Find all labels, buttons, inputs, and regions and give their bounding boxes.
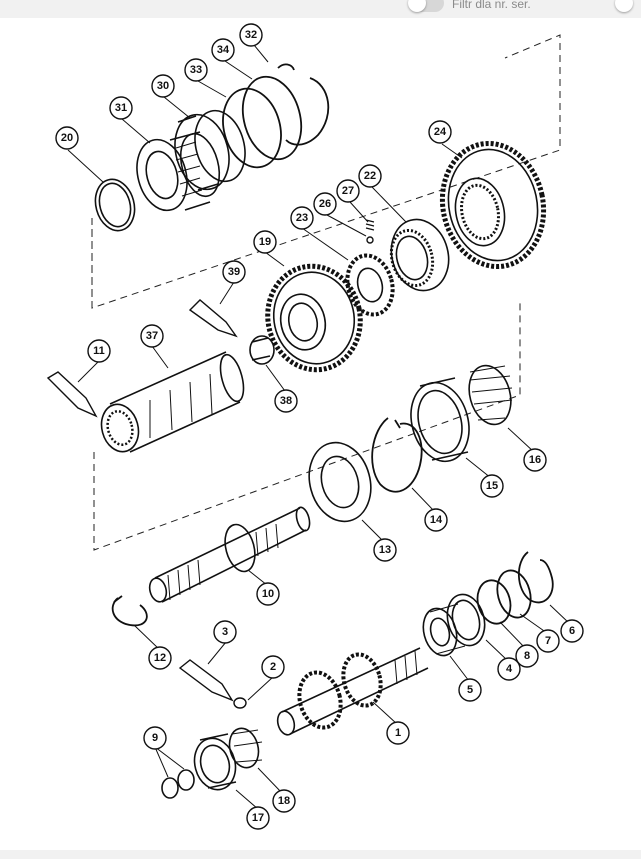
part-14-snap-ring (371, 417, 423, 493)
callout-37: 37 (146, 330, 158, 342)
callout-9: 9 (152, 732, 158, 744)
callout-11: 11 (93, 345, 105, 357)
callout-markers (55, 23, 584, 830)
part-3-tag (178, 659, 234, 702)
assembly-guide-lines (91, 34, 561, 551)
part-31-bearing (136, 131, 221, 212)
part-19-gear (265, 263, 363, 373)
part-22-sync-ring (389, 218, 450, 292)
part-18-cone (228, 727, 263, 769)
callout-30: 30 (157, 80, 169, 92)
callout-31: 31 (115, 102, 127, 114)
part-9-rings (161, 769, 195, 799)
part-39-tag (188, 299, 238, 338)
callout-39: 39 (228, 266, 240, 278)
callout-17: 17 (252, 812, 264, 824)
callout-26: 26 (319, 198, 331, 210)
callout-32: 32 (245, 29, 257, 41)
callout-16: 16 (529, 454, 541, 466)
callout-22: 22 (364, 170, 376, 182)
parts-33-34-32-rings (222, 63, 330, 169)
callout-4: 4 (506, 663, 513, 675)
callout-24: 24 (434, 126, 447, 138)
callout-labels: 20 31 30 33 34 32 24 22 27 26 23 19 39 3… (61, 29, 575, 824)
top-toolbar: Filtr dla nr. ser. (0, 0, 641, 18)
part-16-bearing-cone (468, 364, 513, 426)
callout-8: 8 (524, 650, 530, 662)
part-37-sleeve-shaft (100, 351, 245, 453)
part-38-bushing (249, 335, 275, 365)
part-11-tag (46, 371, 98, 418)
part-1-main-shaft (276, 647, 429, 736)
callout-7: 7 (545, 635, 551, 647)
parts-8-7-6-rings (476, 551, 554, 625)
part-23-hub (345, 253, 395, 317)
part-24-gear (439, 140, 547, 270)
leader-lines (67, 44, 571, 810)
callout-38: 38 (280, 395, 292, 407)
callout-14: 14 (430, 514, 443, 526)
bottom-bar (0, 850, 641, 859)
part-13-seal (308, 441, 372, 523)
part-2-pin (233, 697, 247, 709)
callout-27: 27 (342, 185, 354, 197)
callout-10: 10 (262, 588, 274, 600)
exploded-parts-diagram: 20 31 30 33 34 32 24 22 27 26 23 19 39 3… (46, 23, 584, 830)
serial-filter-toggle[interactable] (408, 0, 444, 12)
part-15-bearing-cup (410, 377, 470, 463)
part-10-shaft (148, 506, 311, 603)
callout-6: 6 (569, 625, 575, 637)
callout-18: 18 (278, 795, 290, 807)
part-20-ring (94, 178, 136, 232)
corner-toggle-knob[interactable] (615, 0, 633, 12)
callout-15: 15 (486, 480, 498, 492)
part-17-cup (193, 733, 237, 791)
callout-5: 5 (467, 684, 473, 696)
callout-34: 34 (217, 44, 230, 56)
serial-filter-label: Filtr dla nr. ser. (452, 0, 531, 11)
part-27-spring (365, 219, 375, 231)
diagram-canvas: 20 31 30 33 34 32 24 22 27 26 23 19 39 3… (0, 18, 641, 850)
callout-33: 33 (190, 64, 202, 76)
part-12-circlip (111, 595, 148, 627)
part-30-bearing-cup (174, 109, 246, 191)
part-26-ball (366, 236, 374, 244)
callout-3: 3 (222, 626, 228, 638)
callout-23: 23 (296, 212, 308, 224)
callout-13: 13 (379, 544, 391, 556)
callout-20: 20 (61, 132, 73, 144)
callout-19: 19 (259, 236, 271, 248)
callout-2: 2 (270, 661, 276, 673)
callout-1: 1 (395, 727, 401, 739)
callout-12: 12 (154, 652, 166, 664)
toggle-knob[interactable] (408, 0, 426, 12)
